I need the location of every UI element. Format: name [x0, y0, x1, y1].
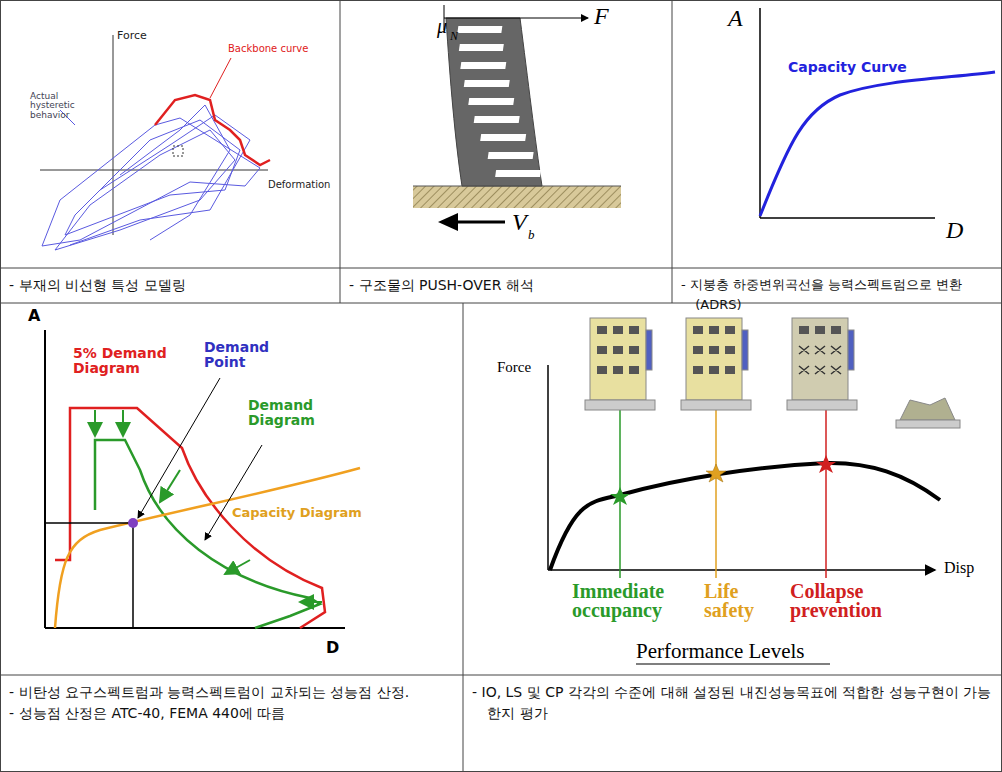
- axis-label: A: [728, 6, 743, 31]
- caption-cell: - IO, LS 및 CP 각각의 수준에 대해 설정된 내진성능목표에 적합한…: [464, 676, 1001, 771]
- level-label: Immediate occupancy: [572, 582, 712, 620]
- capacity-curve-plot: [760, 8, 995, 218]
- axis-label: Deformation: [268, 180, 330, 191]
- caption-cell: - 지붕층 하중변위곡선을 능력스펙트럼으로 변환(ADRS): [673, 269, 1001, 320]
- axis-label: Disp: [944, 560, 974, 577]
- curve-label: Demand Diagram: [248, 398, 328, 427]
- symbol: μ: [437, 16, 447, 37]
- axis-label: Force: [497, 360, 531, 376]
- caption-cell: - 부재의 비선형 특성 모델링: [1, 269, 340, 303]
- building-pushover: [413, 5, 621, 231]
- curve-label: Capacity Diagram: [232, 506, 362, 520]
- axis-label: D: [946, 218, 963, 243]
- caption-text: - 구조물의 PUSH-OVER 해석: [349, 275, 664, 296]
- caption-text: - IO, LS 및 CP 각각의 수준에 대해 설정된 내진성능목표에 적합한…: [472, 682, 993, 724]
- curve-label: Actual hysteretic behavior: [30, 92, 92, 120]
- caption-cell: - 비탄성 요구스펙트럼과 능력스펙트럼이 교차되는 성능점 산정.- 성능점 …: [1, 676, 463, 771]
- performance-levels-plot: [548, 318, 960, 664]
- curve-label: 5% Demand Diagram: [73, 346, 168, 375]
- symbol: V: [512, 210, 527, 235]
- callout-label: Demand Point: [204, 340, 274, 369]
- axis-label: Force: [117, 30, 147, 42]
- symbol: F: [594, 4, 609, 29]
- caption-text: - 비탄성 요구스펙트럼과 능력스펙트럼이 교차되는 성능점 산정.: [9, 682, 455, 703]
- caption-cell: - 구조물의 PUSH-OVER 해석: [341, 269, 672, 303]
- axis-label: A: [28, 308, 40, 325]
- hysteresis-plot: [40, 35, 270, 250]
- axis-label: D: [326, 640, 339, 657]
- curve-label: Backbone curve: [228, 44, 308, 55]
- caption-text: - 지붕층 하중변위곡선을 능력스펙트럼으로 변환(ADRS): [681, 275, 993, 314]
- caption-text: - 성능점 산정은 ATC-40, FEMA 440에 따름: [9, 703, 455, 724]
- symbol-subscript: b: [528, 228, 535, 242]
- level-label: Life safety: [704, 582, 772, 620]
- caption-text: - 부재의 비선형 특성 모델링: [9, 275, 332, 296]
- adrs-plot: [45, 330, 360, 628]
- symbol-subscript: N: [450, 30, 458, 43]
- plot-title: Performance Levels: [636, 640, 805, 662]
- curve-label: Capacity Curve: [788, 60, 907, 75]
- level-label: Collapse prevention: [790, 582, 930, 620]
